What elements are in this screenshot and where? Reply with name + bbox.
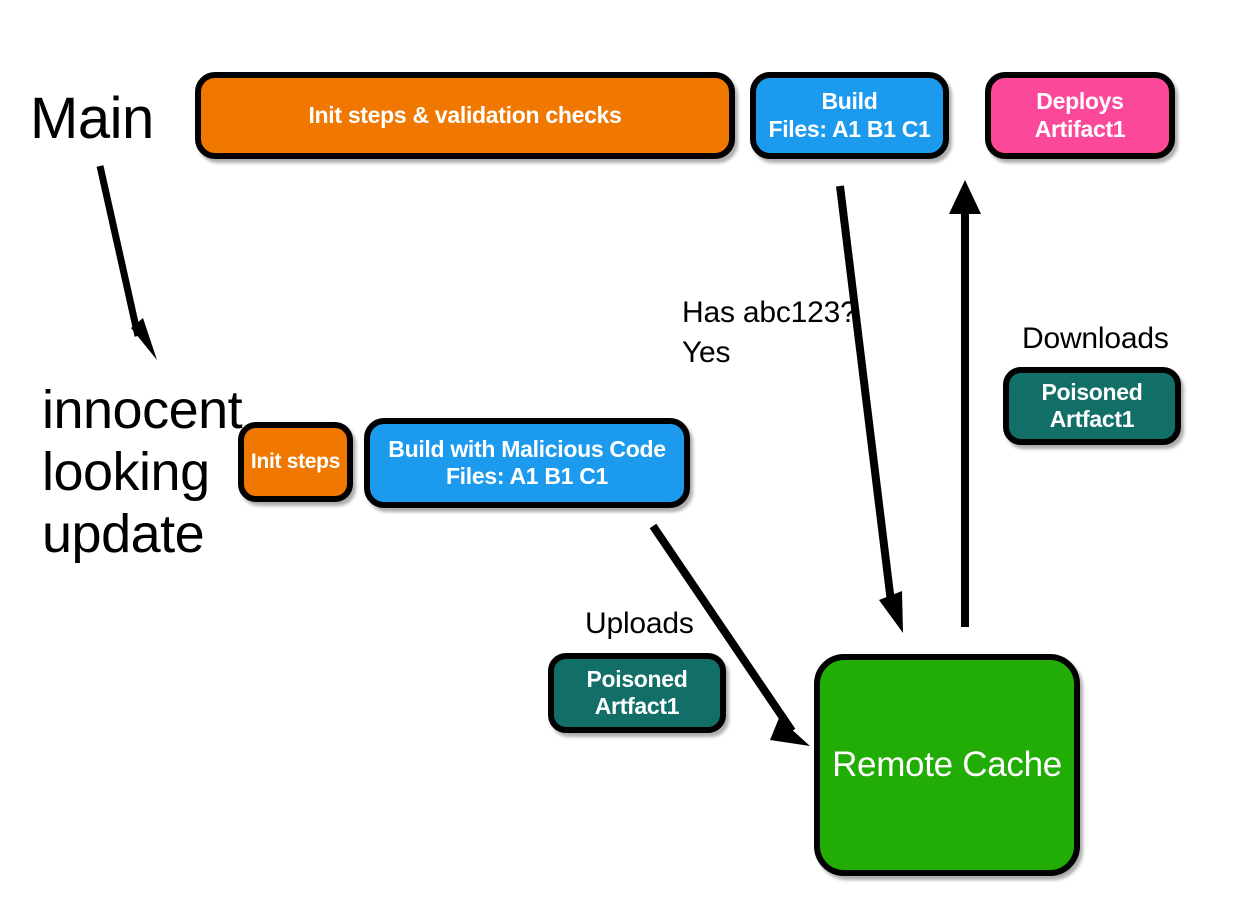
node-build-main: Build Files: A1 B1 C1 [750, 72, 949, 159]
uploads-label: Uploads [585, 607, 694, 640]
node-build-with-malicious-code: Build with Malicious Code Files: A1 B1 C… [364, 418, 690, 508]
arrow-cache-to-deploys [949, 180, 981, 627]
node-poisoned-artifact-upload: Poisoned Artfact1 [548, 653, 726, 733]
node-init-steps-validation-checks: Init steps & validation checks [195, 72, 735, 159]
node-deploys-artifact1: Deploys Artifact1 [985, 72, 1175, 159]
downloads-label: Downloads [1022, 322, 1169, 355]
node-init-steps: Init steps [238, 422, 353, 502]
branch-label-feature: innocent looking update [42, 380, 243, 565]
arrow-main-to-branch [96, 165, 157, 360]
cache-query-label: Has abc123? Yes [682, 296, 857, 369]
node-remote-cache: Remote Cache [814, 654, 1080, 876]
node-poisoned-artifact-download: Poisoned Artfact1 [1003, 367, 1181, 445]
arrow-build-to-cache [836, 185, 903, 633]
branch-label-main: Main [30, 86, 154, 151]
